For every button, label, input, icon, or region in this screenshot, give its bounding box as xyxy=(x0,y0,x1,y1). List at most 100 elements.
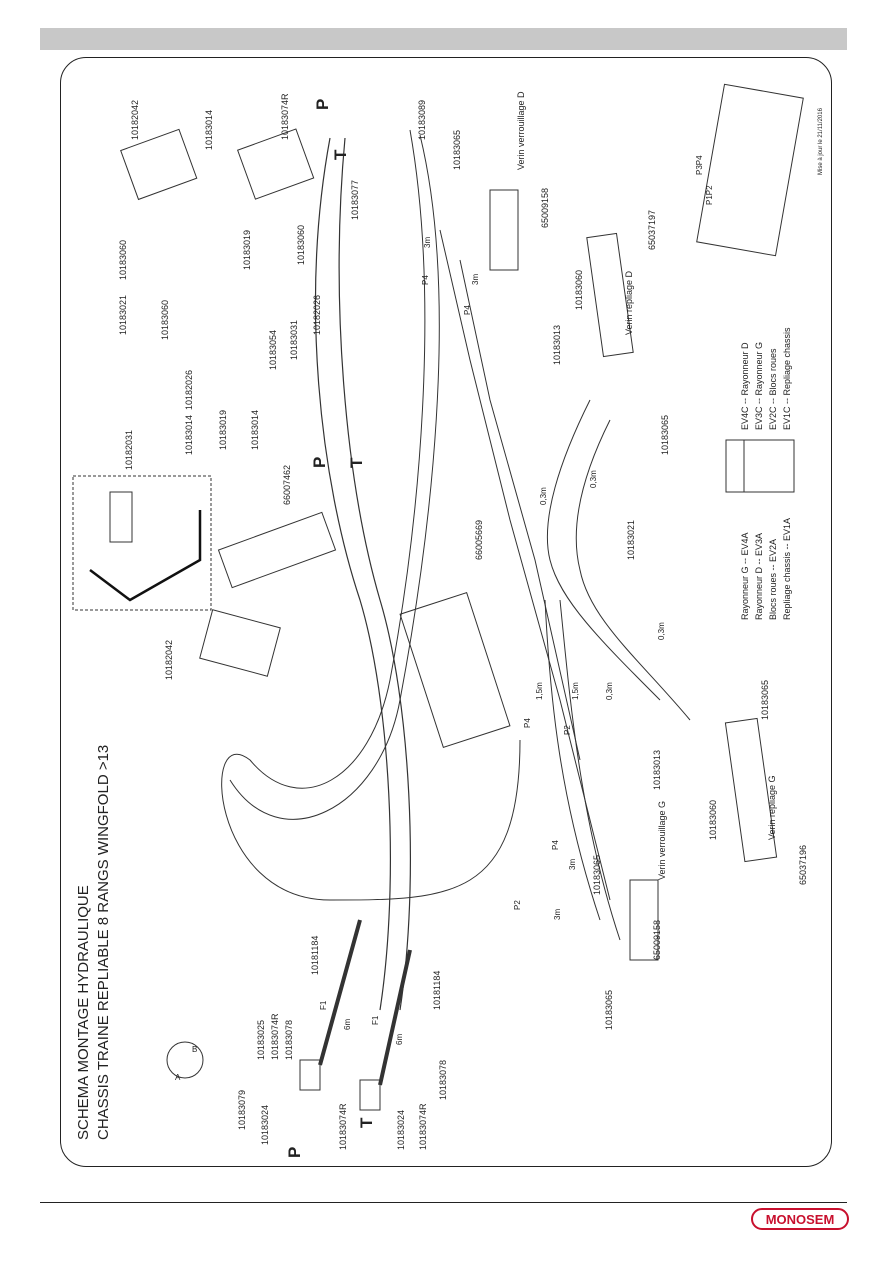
hose-code: P4 xyxy=(551,840,560,850)
part-label: 65037197 xyxy=(647,210,657,250)
part-label: 10183025 xyxy=(256,1020,266,1060)
header-bar xyxy=(40,28,847,50)
cylinder-label: Verin verrouillage D xyxy=(516,91,526,170)
port-t-label: T xyxy=(347,457,366,468)
drawing-frame xyxy=(60,57,832,1167)
valve-block-top-2 xyxy=(236,128,315,200)
part-label: 65009158 xyxy=(540,188,550,228)
part-label: 10183060 xyxy=(118,240,128,280)
inset-coupler xyxy=(109,491,133,543)
part-label: 10183089 xyxy=(417,100,427,140)
hose-length: 0,3m xyxy=(605,682,614,700)
cylinder-label: Verin verrouillage G xyxy=(657,801,667,880)
inset-box xyxy=(72,475,212,611)
footer-divider xyxy=(40,1202,847,1203)
part-label: 10183013 xyxy=(652,750,662,790)
brand-name: MONOSEM xyxy=(766,1212,835,1227)
hose-right-2 xyxy=(575,419,691,721)
hose-length: 1,5m xyxy=(535,682,544,700)
part-label: 66005669 xyxy=(474,520,484,560)
legend-item: Repliage chassis -- EV1A xyxy=(782,518,792,620)
hose-right-1 xyxy=(546,399,661,701)
hose-code: F1 xyxy=(319,1000,328,1010)
coupler-t xyxy=(359,1079,381,1111)
hose-length: 3m xyxy=(471,274,480,285)
hose-length: 6m xyxy=(395,1034,404,1045)
part-label: 10182042 xyxy=(130,100,140,140)
part-label: 10183013 xyxy=(552,325,562,365)
part-label: 10183077 xyxy=(350,180,360,220)
part-label: 10183065 xyxy=(604,990,614,1030)
hose-length: 0,3m xyxy=(589,470,598,488)
legend-item: EV4C -- Rayonneur D xyxy=(740,342,750,430)
part-label: 10183065 xyxy=(760,680,770,720)
part-label: 10181184 xyxy=(432,971,442,1010)
hose-main-1 xyxy=(314,137,391,1011)
part-label: 10183054 xyxy=(268,330,278,370)
hose-f1-b xyxy=(378,949,412,1086)
part-label: 10183024 xyxy=(260,1105,270,1145)
hose-bottom-1 xyxy=(544,599,601,921)
legend-connector-a xyxy=(725,439,745,493)
port-t-label: T xyxy=(357,1117,376,1128)
hose-p4 xyxy=(439,229,611,901)
iso-view-frame xyxy=(696,83,804,257)
hose-code: F1 xyxy=(371,1015,380,1025)
part-label: 10183074R xyxy=(280,93,290,140)
port-t-label: T xyxy=(331,149,350,160)
part-label: 10183021 xyxy=(118,295,128,335)
coupler-p xyxy=(299,1059,321,1091)
legend-item: Rayonneur D -- EV3A xyxy=(754,533,764,620)
port-p-label: P xyxy=(313,99,332,110)
title-line-1: SCHEMA MONTAGE HYDRAULIQUE xyxy=(75,885,92,1140)
legend-item: EV1C -- Repliage chassis xyxy=(782,327,792,430)
part-label: 10183060 xyxy=(296,225,306,265)
hose-length: 0,3m xyxy=(657,622,666,640)
part-label: 10183014 xyxy=(184,415,194,455)
port-p-label: P xyxy=(285,1147,304,1158)
hose-length: 6m xyxy=(343,1019,352,1030)
cylinder-lock-g xyxy=(629,879,659,961)
part-label: 10183079 xyxy=(237,1090,247,1130)
part-label: 10183024 xyxy=(396,1110,406,1150)
cylinder-fold-d xyxy=(586,232,634,358)
port-p-label: P xyxy=(310,457,329,468)
valve-block-mid xyxy=(199,609,281,677)
part-label: 10183074R xyxy=(270,1013,280,1060)
hose-length: 3m xyxy=(553,909,562,920)
part-label: 10183060 xyxy=(708,800,718,840)
hose-bottom-2 xyxy=(559,599,621,941)
hose-code: P4 xyxy=(523,718,532,728)
inset-hose xyxy=(89,510,202,602)
hose-length: 1,5m xyxy=(571,682,580,700)
part-label: 10183065 xyxy=(660,415,670,455)
legend-item: Blocs roues -- EV2A xyxy=(768,539,778,620)
cylinder-label: Verin repliage G xyxy=(767,775,777,840)
hose-length: 0,3m xyxy=(539,487,548,505)
part-label: 10181184 xyxy=(310,936,320,975)
hose-code: P4 xyxy=(463,305,472,315)
drawing-ref: Mise à jour le 21/11/2016 xyxy=(818,107,824,175)
part-label: 10182026 xyxy=(312,295,322,335)
part-label: 66007462 xyxy=(282,465,292,505)
title-line-2: CHASSIS TRAINE REPLIABLE 8 RANGS WINGFOL… xyxy=(95,745,112,1140)
part-label: 10182031 xyxy=(124,430,134,470)
part-label: 10183014 xyxy=(250,410,260,450)
legend-item: EV2C -- Blocs roues xyxy=(768,348,778,430)
hose-f1-a xyxy=(318,919,362,1066)
part-label: 10183074R xyxy=(418,1103,428,1150)
part-label: 10183031 xyxy=(289,320,299,360)
part-label: 10183060 xyxy=(574,270,584,310)
hose-main-2 xyxy=(338,137,411,1011)
part-label: 10183021 xyxy=(626,520,636,560)
legend-connector-b xyxy=(743,439,795,493)
part-label: 10182042 xyxy=(164,640,174,680)
legend-item: Rayonneur G -- EV4A xyxy=(740,532,750,620)
part-label: 10183078 xyxy=(284,1020,294,1060)
hose-length: 3m xyxy=(568,859,577,870)
hose-loop-1 xyxy=(221,129,521,901)
valve-block-top-1 xyxy=(120,128,198,201)
part-label: 10183019 xyxy=(218,410,228,450)
hose-length: 3m xyxy=(423,237,432,248)
part-label: 10183074R xyxy=(338,1103,348,1150)
